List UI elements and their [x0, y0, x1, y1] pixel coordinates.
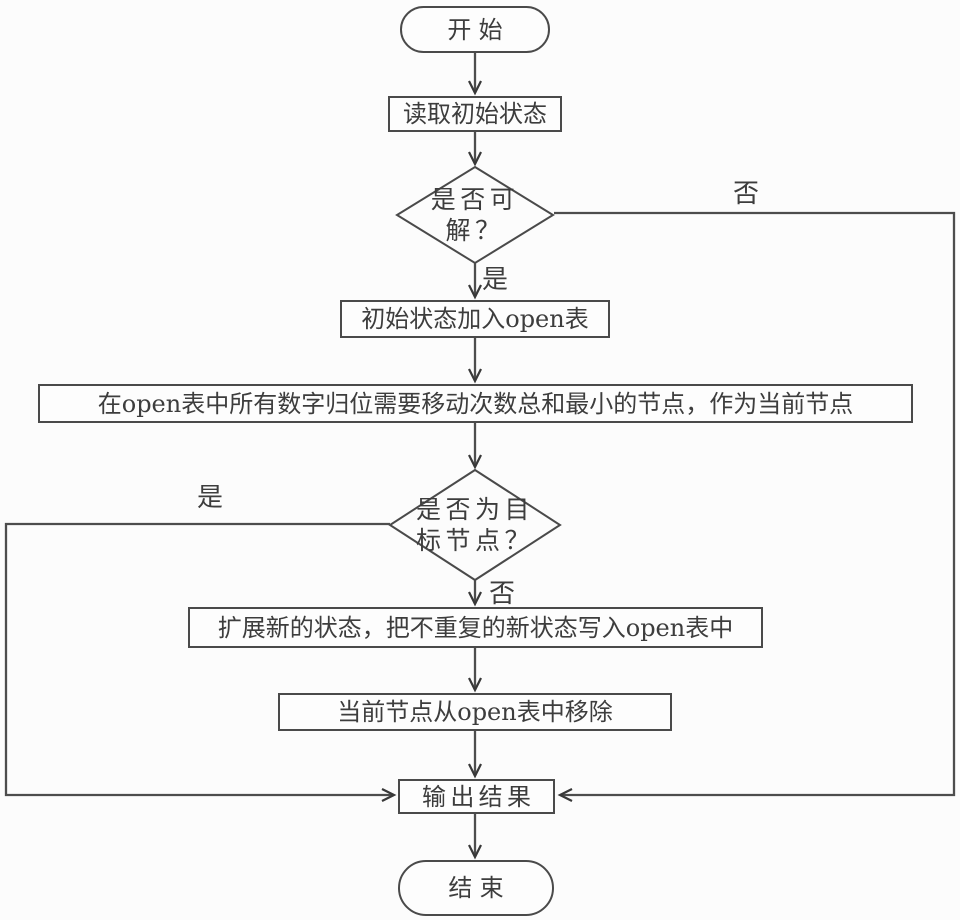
add-to-open-node: 初始状态加入open表 [340, 300, 610, 338]
remove-from-open-node: 当前节点从open表中移除 [278, 693, 672, 731]
solvable-yes-label: 是 [482, 265, 509, 295]
expand-states-node: 扩展新的状态，把不重复的新状态写入open表中 [188, 607, 763, 648]
solvable-decision-line1: 是否可 [430, 184, 520, 214]
end-node: 结束 [398, 860, 554, 916]
target-yes-label: 是 [197, 483, 224, 513]
solvable-decision-node: 是否可 解？ [397, 170, 553, 260]
target-decision-line1: 是否为目 [415, 494, 534, 524]
target-decision-node: 是否为目 标节点？ [390, 473, 560, 577]
target-decision-shape [388, 468, 562, 582]
solvable-decision-shape [395, 165, 555, 265]
pick-best-node-node: 在open表中所有数字归位需要移动次数总和最小的节点，作为当前节点 [38, 384, 913, 423]
start-node: 开始 [400, 6, 550, 53]
target-decision-line2: 标节点？ [415, 526, 534, 555]
edge-solvable-no-to-output [554, 211, 956, 802]
read-initial-state-node: 读取初始状态 [388, 96, 562, 132]
target-no-label: 否 [489, 579, 516, 609]
solvable-no-label: 否 [733, 179, 760, 209]
solvable-decision-line2: 解？ [445, 216, 505, 245]
output-result-node: 输出结果 [398, 779, 555, 814]
edge-target-yes-to-output [4, 522, 397, 802]
